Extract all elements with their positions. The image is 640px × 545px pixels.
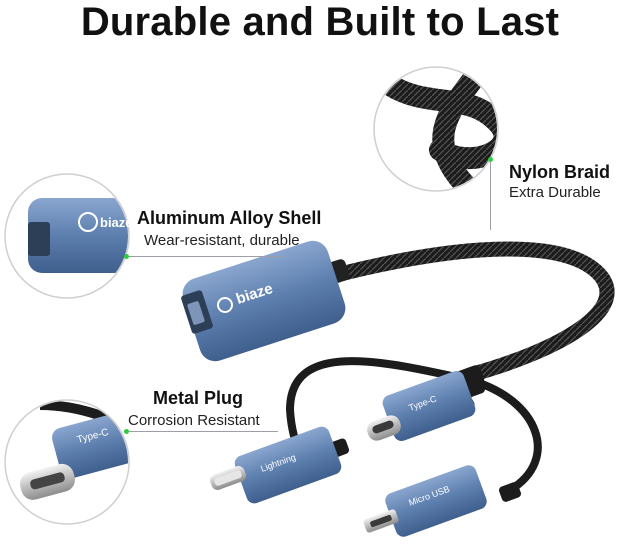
- nylon-braid-pointer-dot: [488, 157, 493, 162]
- aluminum-shell-pointer-line: [128, 256, 283, 257]
- metal-plug-pointer-dot: [124, 429, 129, 434]
- type-c-connector-upper: [367, 370, 485, 442]
- lightning-connector: [210, 426, 350, 504]
- aluminum-shell-title: Aluminum Alloy Shell: [137, 208, 322, 228]
- nylon-braid-title: Nylon Braid: [509, 162, 611, 182]
- micro-usb-connector: [363, 465, 522, 537]
- nylon-braid-subtitle: Extra Durable: [509, 184, 601, 201]
- nylon-braid-pointer-line: [490, 160, 491, 230]
- shell-brand-logo-icon: [217, 297, 233, 313]
- zoom-brand-logo-text: biaze: [100, 215, 133, 230]
- metal-plug-subtitle: Corrosion Resistant: [128, 412, 260, 429]
- aluminum-shell-subtitle: Wear-resistant, durable: [144, 232, 300, 249]
- metal-plug-title: Metal Plug: [153, 388, 244, 408]
- nylon-braid-zoom-circle: [373, 66, 499, 192]
- page-title: Durable and Built to Last: [80, 0, 560, 44]
- aluminum-shell-pointer-dot: [124, 254, 129, 259]
- metal-plug-pointer-line: [128, 431, 278, 432]
- usb-a-female-connector: [181, 240, 350, 362]
- aluminum-shell-zoom-circle: [4, 173, 130, 299]
